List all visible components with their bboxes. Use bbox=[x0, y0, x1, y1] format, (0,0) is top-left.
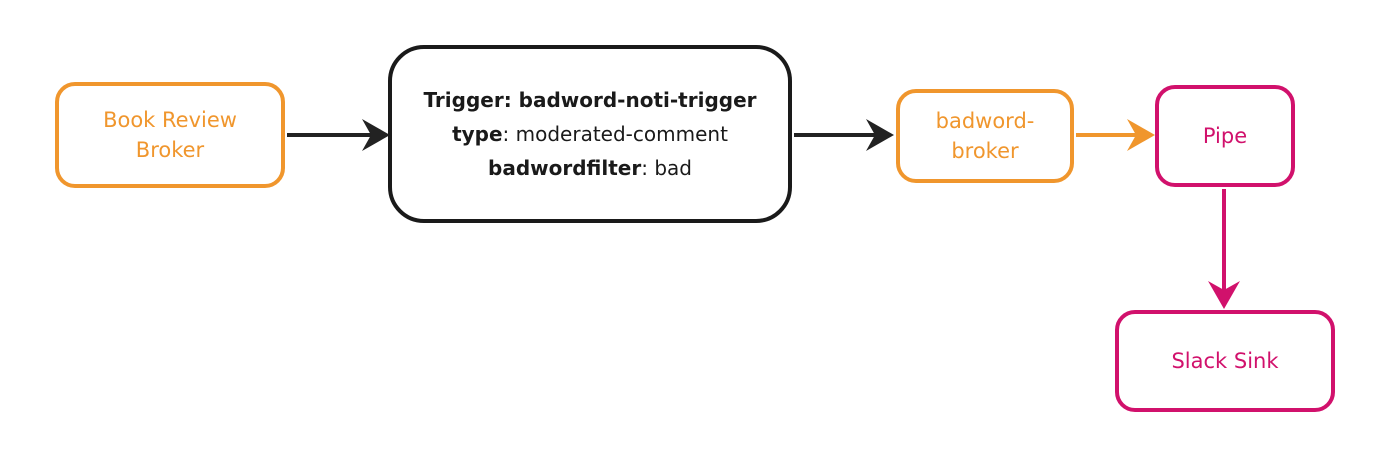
node-slack-sink-label: Slack Sink bbox=[1171, 348, 1279, 373]
edge-pipe-to-slack-sink bbox=[1208, 189, 1240, 309]
edge-broker-to-trigger bbox=[287, 119, 390, 151]
trigger-line-2-bold: type bbox=[452, 122, 503, 146]
node-slack-sink: Slack Sink bbox=[1115, 310, 1335, 412]
node-pipe: Pipe bbox=[1155, 85, 1295, 187]
trigger-line-3: badwordfilter: bad bbox=[488, 151, 692, 185]
node-badword-broker-label: badword-broker bbox=[935, 108, 1035, 163]
trigger-line-1: Trigger: badword-noti-trigger bbox=[423, 83, 756, 117]
trigger-line-3-regular: : bad bbox=[641, 156, 692, 180]
node-badword-broker: badword-broker bbox=[896, 89, 1074, 183]
trigger-line-2: type: moderated-comment bbox=[452, 117, 728, 151]
node-pipe-label: Pipe bbox=[1202, 123, 1248, 148]
edge-badword-broker-to-pipe bbox=[1076, 119, 1155, 151]
node-book-review-broker: Book Review Broker bbox=[55, 82, 285, 188]
trigger-line-3-bold: badwordfilter bbox=[488, 156, 642, 180]
node-book-review-broker-label: Book Review Broker bbox=[103, 107, 237, 162]
node-trigger: Trigger: badword-noti-trigger type: mode… bbox=[388, 45, 792, 223]
trigger-line-1-bold: Trigger: badword-noti-trigger bbox=[423, 88, 757, 112]
edge-trigger-to-badword-broker bbox=[794, 119, 894, 151]
trigger-line-2-regular: : moderated-comment bbox=[502, 122, 728, 146]
